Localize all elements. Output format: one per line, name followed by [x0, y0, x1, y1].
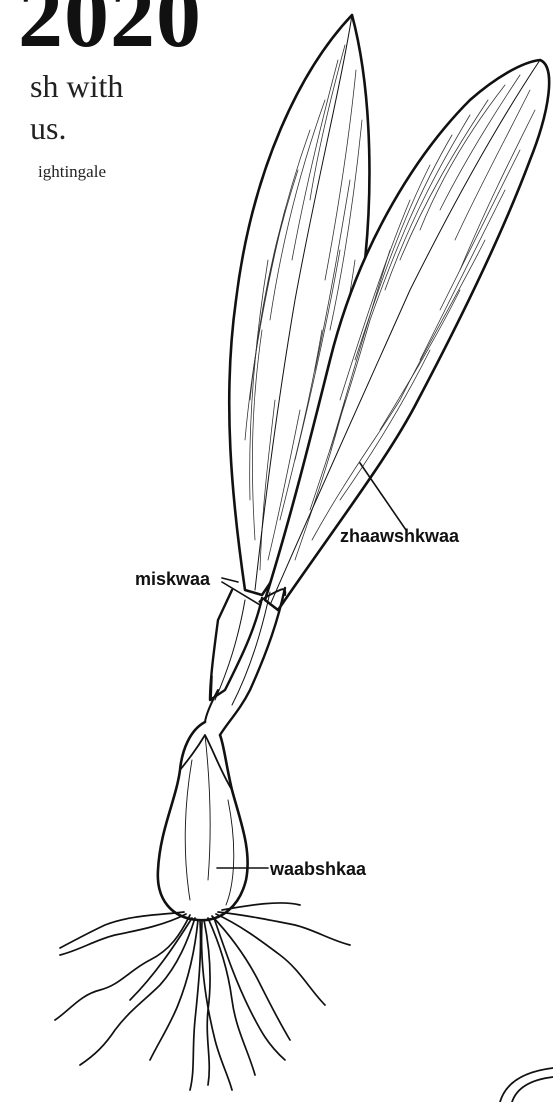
label-waabshkaa: waabshkaa: [270, 860, 366, 878]
corner-curl: [500, 1068, 553, 1102]
roots: [55, 903, 350, 1090]
leaf-pointer: [360, 463, 406, 530]
label-miskwaa: miskwaa: [135, 570, 210, 588]
stem: [205, 588, 285, 735]
stem-pointer-upper: [222, 578, 238, 582]
label-zhaawshkwaa: zhaawshkwaa: [340, 527, 459, 545]
bulb: [158, 722, 248, 920]
